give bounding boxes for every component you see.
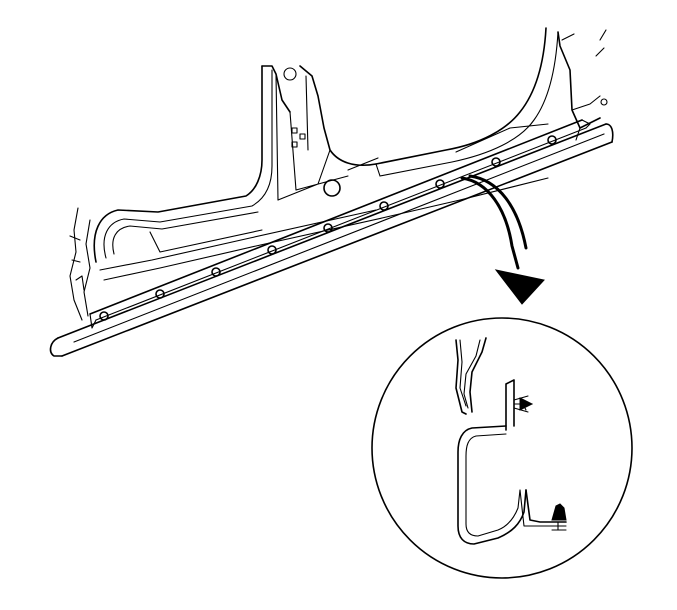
b-pillar-base: [277, 149, 349, 201]
front-door-opening-inner: [103, 69, 273, 259]
a-pillar-bracket: [69, 235, 85, 291]
rocker-molding-bottom-edge: [61, 141, 613, 357]
b-pillar-rear-edge: [299, 65, 377, 166]
detail-lower-clip-stem: [551, 521, 567, 531]
front-lower-flange: [99, 209, 377, 271]
b-pillar-hole: [291, 127, 298, 134]
rocker-molding-front-end: [49, 337, 63, 357]
b-pillar-hole: [299, 133, 306, 140]
body-side-frame: [69, 27, 608, 321]
molding-fastener: [211, 267, 221, 277]
detail-view-circle: [371, 317, 633, 579]
pointer-arrowhead: [494, 269, 545, 305]
a-pillar-fragment: [69, 207, 91, 321]
molding-fastener: [267, 245, 277, 255]
rear-lower-flange: [381, 177, 549, 219]
c-pillar: [557, 31, 601, 129]
molding-fastener: [323, 223, 333, 233]
detail-view: [371, 317, 633, 579]
molding-fastener: [435, 179, 445, 189]
retainer-channel-top: [89, 119, 583, 315]
detail-lower-clip: [551, 503, 567, 521]
b-pillar-hole: [291, 141, 298, 148]
molding-fastener: [491, 157, 501, 167]
detail-lower-flange-edge: [519, 489, 567, 527]
front-floor-step: [149, 229, 263, 253]
rear-door-opening-inner: [379, 31, 559, 177]
detail-molding-profile: [457, 425, 527, 545]
molding-fastener: [547, 135, 557, 145]
molding-fastener: [379, 201, 389, 211]
front-lower-flange-edge: [103, 217, 383, 281]
c-pillar-detail: [561, 33, 601, 141]
c-pillar-hole: [600, 98, 608, 106]
fastener-row: [99, 135, 557, 321]
detail-lower-flange: [525, 489, 567, 523]
rear-floor-step: [455, 123, 549, 153]
retainer-channel-inner: [95, 127, 587, 321]
front-door-opening-lip: [112, 211, 259, 255]
detail-molding-profile-inner: [465, 433, 521, 537]
retainer-channel-rear: [581, 119, 591, 129]
detail-door-flange-outer: [469, 337, 487, 413]
b-pillar-slot: [283, 67, 297, 81]
b-pillar-access-hole: [323, 179, 341, 197]
pointer-leader: [460, 176, 520, 270]
b-pillar-inner-panel: [275, 73, 309, 201]
rocker-molding-crease: [73, 133, 605, 343]
rear-door-opening-flange: [347, 157, 381, 177]
pointer-leader-second: [468, 174, 528, 250]
detail-upper-clip-head: [519, 397, 534, 411]
detail-door-flange-inner: [459, 339, 481, 409]
detail-pointer: [460, 174, 545, 305]
front-door-opening: [93, 65, 263, 263]
rocker-molding-top-edge: [57, 123, 607, 339]
detail-door-flange: [455, 339, 467, 415]
detail-upper-clip: [505, 379, 515, 431]
rocker-molding-rear-end: [605, 123, 614, 143]
rocker-molding: [49, 119, 614, 357]
rear-door-opening: [375, 27, 547, 165]
molding-fastener: [155, 289, 165, 299]
molding-fastener: [99, 311, 109, 321]
c-pillar-edge: [595, 29, 607, 57]
retainer-channel-front: [89, 313, 97, 329]
